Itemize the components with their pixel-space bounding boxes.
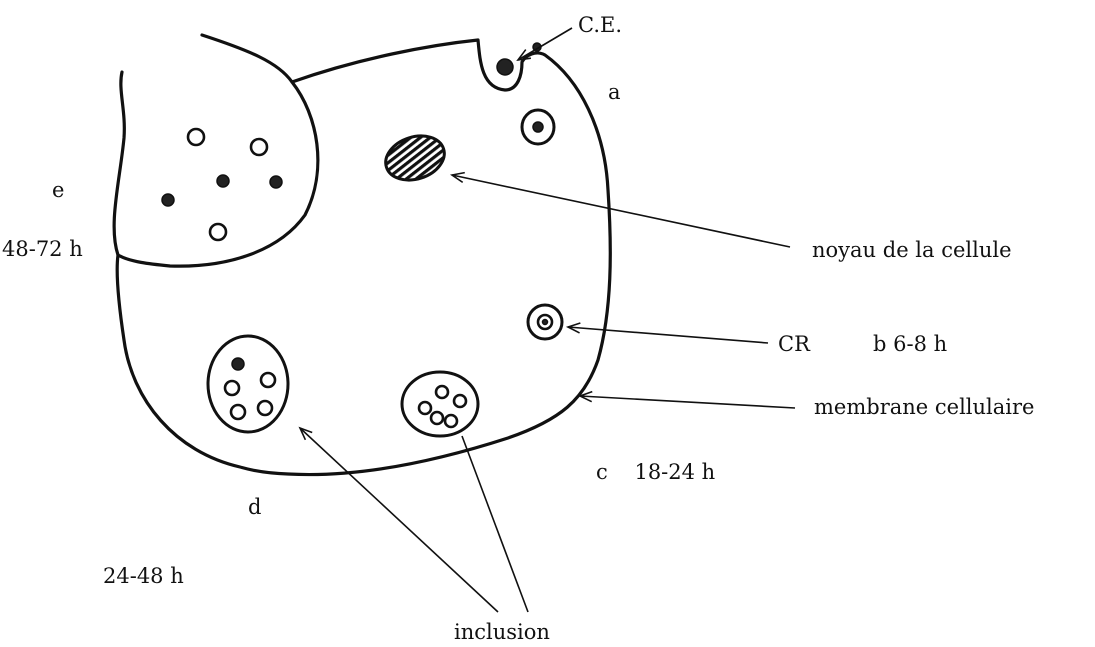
stage-e-dark-particle bbox=[217, 175, 229, 187]
label-stage-a: a bbox=[608, 82, 621, 103]
stage-d-particle bbox=[231, 405, 245, 419]
stage-e-dark-particle bbox=[162, 194, 174, 206]
label-stage-d: d bbox=[248, 497, 261, 518]
label-stage-d-time: 24-48 h bbox=[103, 566, 184, 587]
arrow-membrane bbox=[580, 396, 795, 408]
label-membrane: membrane cellulaire bbox=[814, 397, 1034, 418]
label-cr: CR bbox=[778, 334, 810, 355]
stage-e-particle bbox=[210, 224, 226, 240]
stage-e-dark-particle bbox=[270, 176, 282, 188]
label-ce: C.E. bbox=[578, 15, 622, 36]
stage-a-body-core bbox=[533, 122, 543, 132]
stage-c-particle bbox=[419, 402, 431, 414]
arrow-cr bbox=[568, 327, 768, 343]
stage-d-particle bbox=[225, 381, 239, 395]
stage-e-particle bbox=[251, 139, 267, 155]
label-nucleus: noyau de la cellule bbox=[812, 240, 1012, 261]
label-stage-c-time: c 18-24 h bbox=[596, 462, 715, 483]
stage-c-particle bbox=[454, 395, 466, 407]
stage-d-inclusion bbox=[208, 336, 288, 432]
arrow-inclusion-d bbox=[300, 428, 498, 612]
stage-c-particle bbox=[445, 415, 457, 427]
cell-membrane bbox=[117, 40, 610, 475]
label-stage-b-time: b 6-8 h bbox=[873, 334, 947, 355]
stage-d-particle bbox=[261, 373, 275, 387]
label-stage-e-time: 48-72 h bbox=[2, 239, 83, 260]
elementary-body-entering bbox=[497, 59, 513, 75]
cell-nucleus bbox=[380, 129, 450, 187]
arrow-nucleus bbox=[452, 175, 790, 247]
label-inclusion: inclusion bbox=[454, 622, 550, 643]
stage-d-particle bbox=[258, 401, 272, 415]
stage-e-particle bbox=[188, 129, 204, 145]
stage-d-dark-particle bbox=[232, 358, 244, 370]
stage-c-particle bbox=[431, 412, 443, 424]
label-stage-e: e bbox=[52, 180, 64, 201]
stage-b-reticulate-body-core bbox=[543, 320, 548, 325]
stage-c-particle bbox=[436, 386, 448, 398]
arrow-inclusion-c bbox=[462, 436, 528, 612]
